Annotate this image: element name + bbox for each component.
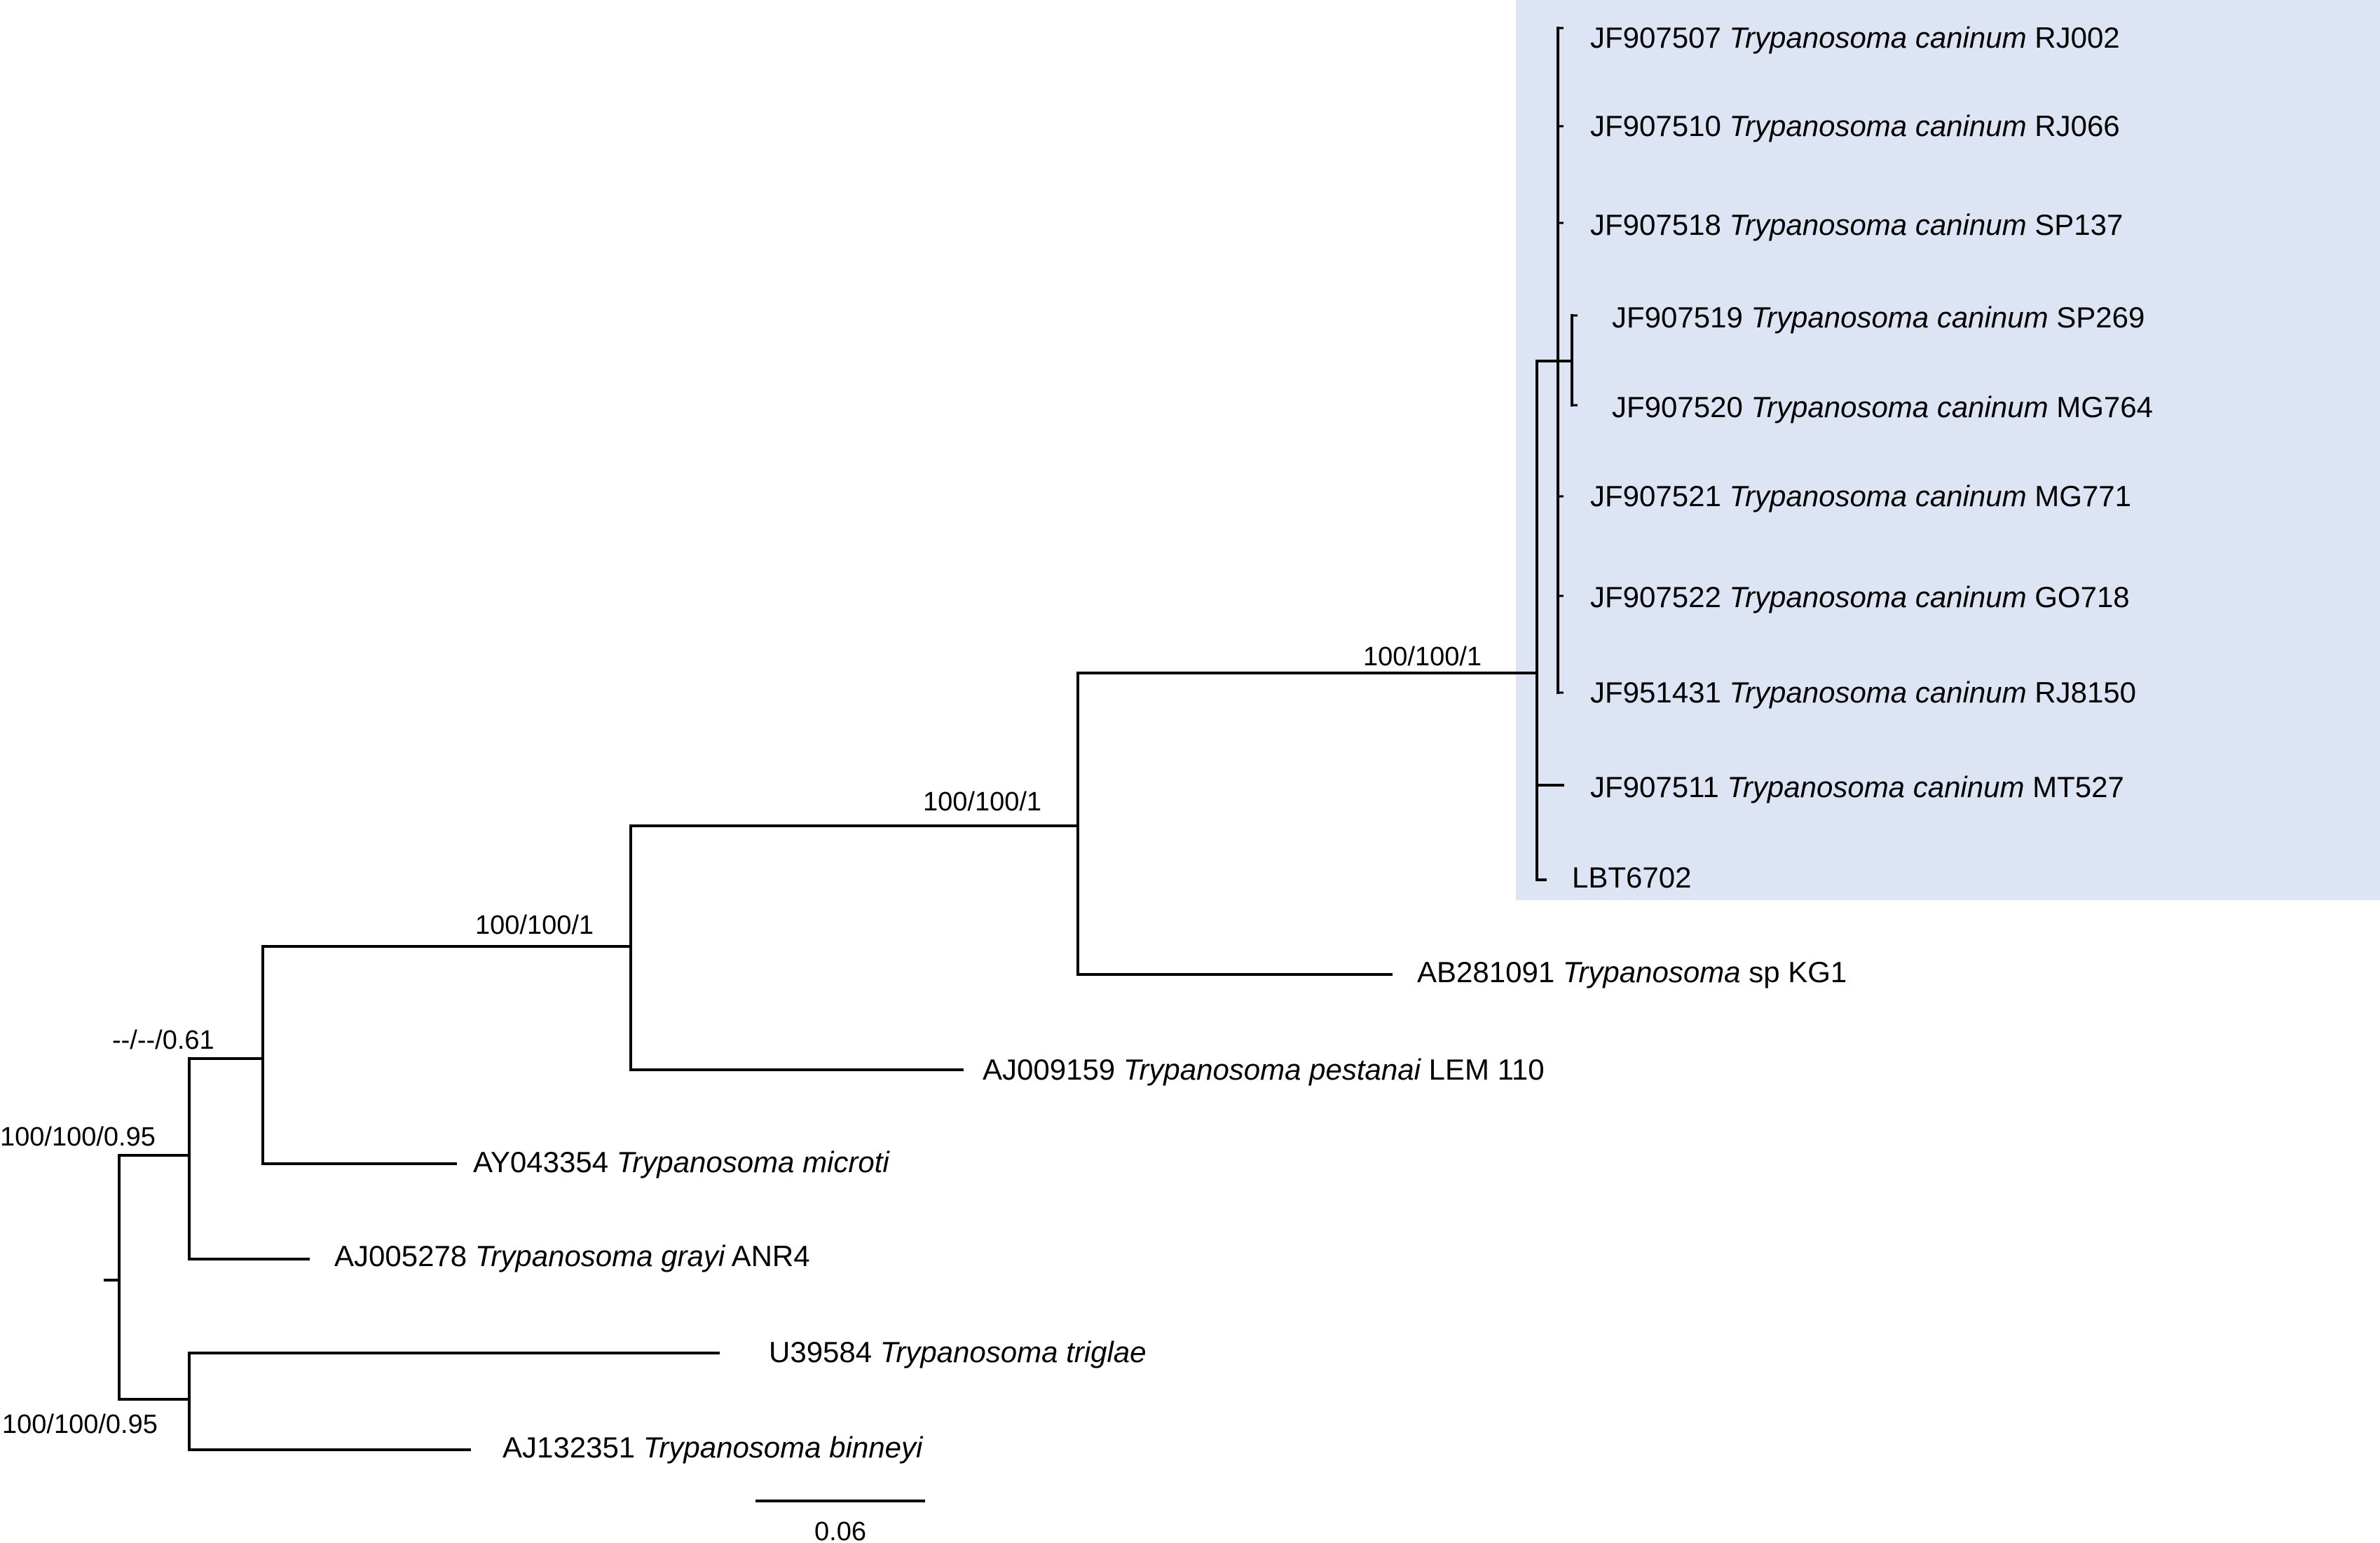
taxon-label: JF907522 Trypanosoma caninum GO718 — [1590, 580, 2130, 613]
taxon-label: LBT6702 — [1572, 861, 1691, 894]
support-fish-group: 100/100/0.95 — [2, 1410, 158, 1439]
taxon-label: AJ132351 Trypanosoma binneyi — [502, 1431, 924, 1464]
taxon-label: JF907510 Trypanosoma caninum RJ066 — [1590, 109, 2120, 142]
taxon-label: AB281091 Trypanosoma sp KG1 — [1417, 956, 1847, 988]
taxon-label: JF907518 Trypanosoma caninum SP137 — [1590, 208, 2123, 241]
scale-bar-label: 0.06 — [814, 1517, 866, 1543]
support-pestanai-group: 100/100/1 — [475, 911, 594, 940]
taxon-label: JF907511 Trypanosoma caninum MT527 — [1590, 770, 2124, 803]
support-caninum-kg1: 100/100/1 — [923, 787, 1041, 817]
taxon-labels: JF907507 Trypanosoma caninum RJ002 JF907… — [334, 21, 2153, 1464]
support-caninum-clade: 100/100/1 — [1363, 642, 1482, 672]
taxon-label: AY043354 Trypanosoma microti — [473, 1146, 890, 1178]
support-microti-group: --/--/0.61 — [112, 1026, 214, 1055]
support-values: 100/100/1 100/100/1 100/100/1 --/--/0.61… — [0, 642, 1482, 1439]
tree-branches — [104, 27, 1578, 1451]
caninum-clade-highlight — [1516, 0, 2380, 900]
support-grayi-group: 100/100/0.95 — [0, 1122, 156, 1152]
scale-bar: 0.06 — [755, 1500, 925, 1543]
taxon-label: JF951431 Trypanosoma caninum RJ8150 — [1590, 676, 2136, 709]
taxon-label: JF907519 Trypanosoma caninum SP269 — [1612, 301, 2145, 334]
taxon-label: AJ009159 Trypanosoma pestanai LEM 110 — [983, 1053, 1545, 1086]
taxon-label: JF907507 Trypanosoma caninum RJ002 — [1590, 21, 2120, 54]
taxon-label: U39584 Trypanosoma triglae — [769, 1335, 1147, 1368]
taxon-label: JF907521 Trypanosoma caninum MG771 — [1590, 480, 2131, 512]
taxon-label: JF907520 Trypanosoma caninum MG764 — [1612, 390, 2153, 423]
taxon-label: AJ005278 Trypanosoma grayi ANR4 — [334, 1239, 810, 1272]
